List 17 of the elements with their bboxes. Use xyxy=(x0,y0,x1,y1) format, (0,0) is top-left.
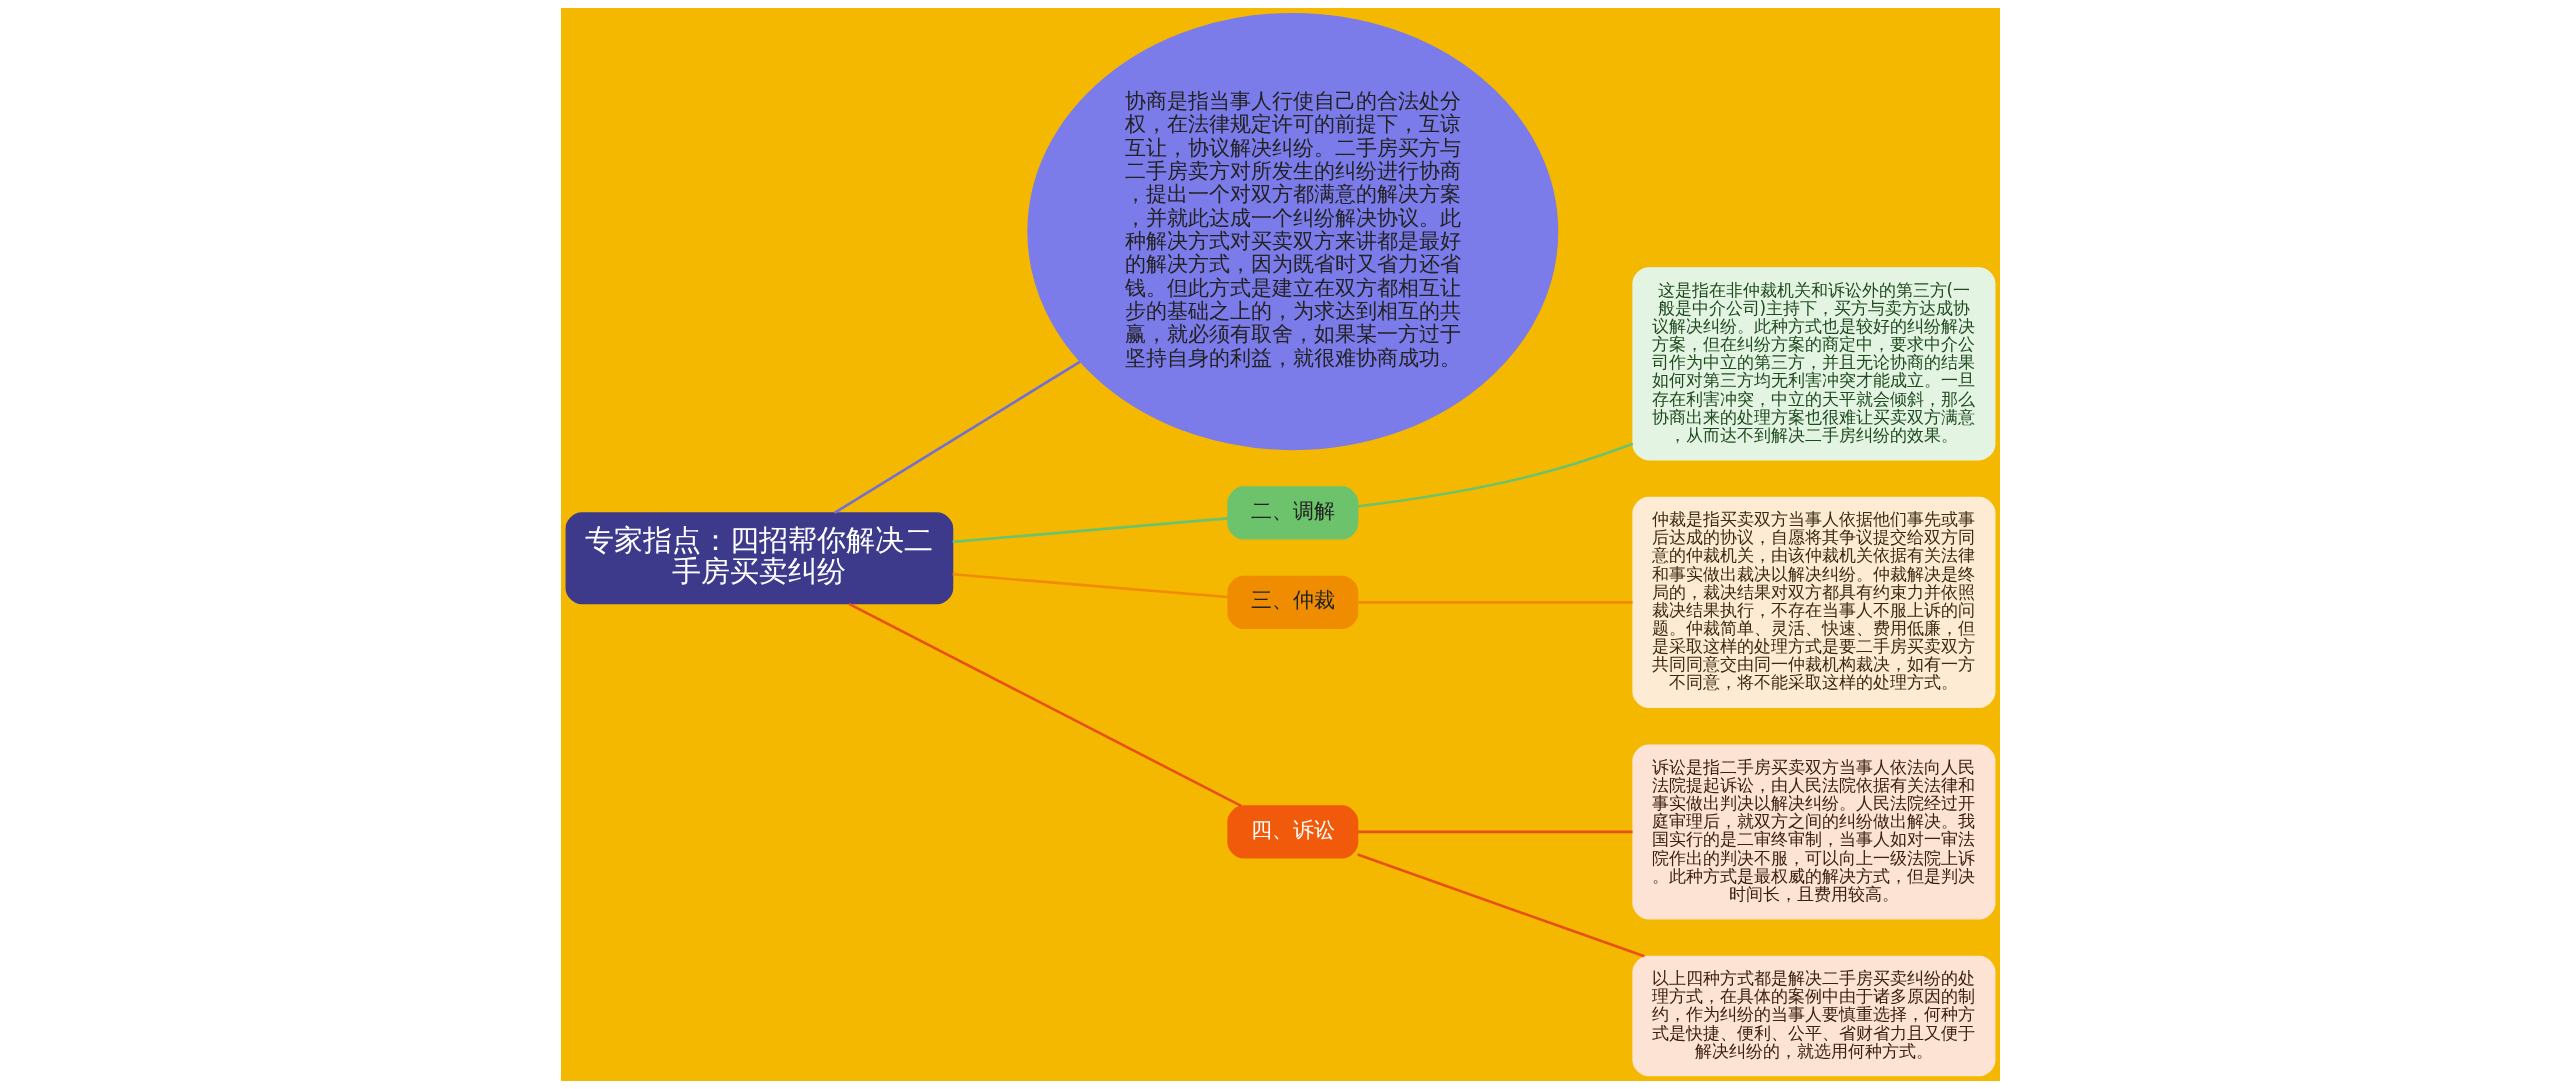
node-box: 专家指点：四招帮你解决二手房买卖纠纷 xyxy=(565,512,953,605)
connector xyxy=(952,572,1228,599)
node-box: 三、仲裁 xyxy=(1226,575,1358,629)
connector xyxy=(1357,601,1633,604)
node-box: 二、调解 xyxy=(1226,486,1358,540)
node-box: 以上四种方式都是解决二手房买卖纠纷的处理方式，在具体的案例中由于诸多原因的制约，作为纠纷的当事人要慎重选择，何种方式是快捷、便利、公平、省财省力且又便于解决纠纷的，就选用何种方式。 xyxy=(1631,955,1995,1077)
node-box: 这是指在非仲裁机关和诉讼外的第三方(一般是中介公司)主持下，买方与卖方达成协议解决纠纷。此种方式也是较好的纠纷解决方案，但在纠纷方案的商定中，要求中介公司作为中立的第三方，并且无论协商的结果如何对第三方均无利害冲突才能成立。一旦存在利害冲突，中立的天平就会倾斜，那么协商出来的处理方案也很难让买卖双方满意，从而达不到解决二手房纠纷的效果。 xyxy=(1631,267,1995,461)
node-box: 诉讼是指二手房买卖双方当事人依法向人民法院提起诉讼，由人民法院依据有关法律和事实做出判决以解决纠纷。人民法院经过开庭审理后，就双方之间的纠纷做出解决。我国实行的是二审终审制，当事人如对一审法院作出的判决不服，可以向上一级法院上诉。此种方式是最权威的解决方式，但是判决时间长，且费用较高。 xyxy=(1631,744,1995,920)
node-box: 仲裁是指买卖双方当事人依据他们事先或事后达成的协议，自愿将其争议提交给双方同意的仲裁机关，由该仲裁机关依据有关法律和事实做出裁决以解决纠纷。仲裁解决是终局的，裁决结果对双方都具有约束力并依照裁决结果执行，不存在当事人不服上诉的问题。仲裁简单、灵活、快速、费用低廉，但是采取这样的处理方式是要二手房买卖双方共同同意交由同一仲裁机构裁决，如有一方不同意，将不能采取这样的处理方式。 xyxy=(1631,496,1995,709)
connector xyxy=(1356,853,1645,958)
connector xyxy=(952,517,1228,544)
node-box: 四、诉讼 xyxy=(1226,805,1358,859)
connector xyxy=(847,602,1242,808)
connector xyxy=(1357,442,1633,508)
connector xyxy=(833,360,1080,514)
connector xyxy=(1357,830,1633,834)
node-ellipse: 协商是指当事人行使自己的合法处分权，在法律规定许可的前提下，互谅互让，协议解决纠纷。二手房买方与二手房卖方对所发生的纠纷进行协商，提出一个对双方都满意的解决方案，并就此达成一个纠纷解决协议。此种解决方式对买卖双方来讲都是最好的解决方式，因为既省时又省力还省钱。但此方式是建立在双方都相互让步的基础之上的，为求达到相互的共赢，就必须有取舍，如果某一方过于坚持自身的利益，就很难协商成功。 xyxy=(1026,12,1558,451)
